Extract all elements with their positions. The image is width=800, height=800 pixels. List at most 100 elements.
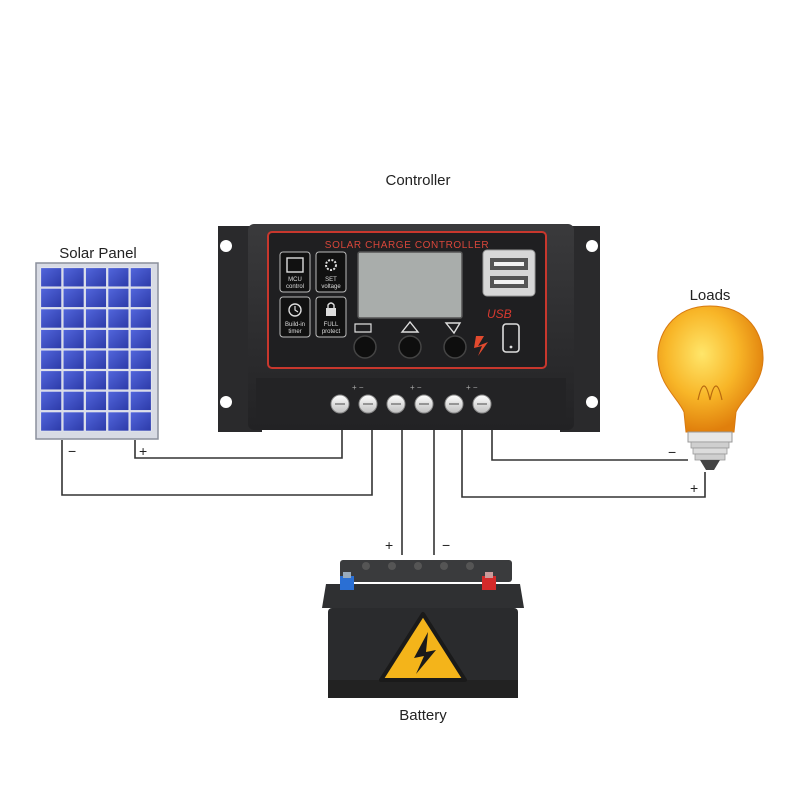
svg-text:MCU: MCU	[288, 277, 302, 283]
set-voltage-tile: SET voltage	[315, 251, 347, 293]
solar-cell	[62, 288, 85, 308]
solar-cell	[85, 267, 107, 288]
battery-bottom-band	[328, 680, 518, 698]
svg-text:voltage: voltage	[321, 284, 341, 290]
solar-cell	[130, 267, 152, 288]
terminal-positive	[482, 572, 496, 590]
svg-text:Build-in: Build-in	[285, 322, 305, 328]
battery-top-band	[322, 584, 524, 608]
solar-cell	[107, 329, 130, 349]
solar-cell	[40, 370, 62, 391]
warning-sign	[379, 612, 467, 682]
solar-cell	[107, 349, 130, 370]
load-minus-mark: −	[668, 444, 676, 460]
battery	[322, 560, 524, 698]
lcd-screen	[357, 251, 463, 319]
terminal-screws	[330, 394, 492, 414]
controller-label: Controller	[385, 172, 450, 189]
svg-text:timer: timer	[288, 329, 301, 335]
charge-controller: SOLAR CHARGE CONTROLLER MCU control SET …	[218, 224, 600, 432]
svg-text:SET: SET	[325, 277, 337, 283]
mount-hole-tl	[220, 240, 232, 252]
solar-cell	[85, 288, 107, 308]
bulb-filament	[697, 385, 723, 401]
charge-bolt-icon	[474, 336, 488, 356]
solar-cell	[40, 411, 62, 432]
solar-cell	[40, 288, 62, 308]
solar-cell	[130, 288, 152, 308]
svg-text:protect: protect	[322, 329, 341, 335]
bulb-glass	[657, 305, 764, 433]
svg-text:control: control	[286, 284, 304, 290]
solar-cell	[107, 288, 130, 308]
solar-cell	[40, 349, 62, 370]
solar-cell	[62, 329, 85, 349]
protect-tile: FULL protect	[315, 296, 347, 338]
load-plus-mark: +	[690, 480, 698, 496]
solar-cell	[40, 391, 62, 411]
mode-button[interactable]	[353, 335, 377, 359]
solar-cell	[130, 329, 152, 349]
solar-cell	[130, 370, 152, 391]
solar-cell	[62, 370, 85, 391]
solar-cell	[130, 349, 152, 370]
down-button[interactable]	[443, 335, 467, 359]
terminal-negative	[340, 572, 354, 590]
solar-cell	[40, 308, 62, 329]
panel-plus-mark: +	[139, 443, 147, 459]
up-arrow-icon	[400, 320, 420, 333]
svg-text:FULL: FULL	[324, 322, 339, 328]
terminal-mark-panel: + −	[352, 383, 364, 392]
battery-mode-icon	[354, 323, 372, 333]
mount-hole-bl	[220, 396, 232, 408]
lightning-icon	[414, 632, 436, 674]
solar-panel-cells	[40, 267, 152, 432]
solar-cell	[40, 267, 62, 288]
solar-cell	[130, 411, 152, 432]
battery-minus-mark: −	[442, 537, 450, 553]
usb-label: USB	[487, 307, 512, 321]
wire-panel-minus	[61, 410, 373, 496]
solar-cell	[130, 391, 152, 411]
light-bulb	[657, 305, 764, 470]
bulb-base-ring	[687, 431, 733, 443]
terminal-mark-load: + −	[466, 383, 478, 392]
solar-cell	[85, 329, 107, 349]
lock-icon	[326, 302, 336, 316]
down-arrow-icon	[444, 322, 462, 335]
solar-cell	[107, 370, 130, 391]
wire-panel-plus	[134, 410, 343, 459]
solar-cell	[40, 329, 62, 349]
solar-cell	[107, 308, 130, 329]
solar-cell	[85, 411, 107, 432]
phone-icon	[502, 323, 520, 353]
solar-cell	[62, 267, 85, 288]
solar-cell	[85, 391, 107, 411]
solar-cell	[85, 370, 107, 391]
button-icons	[354, 320, 462, 335]
up-button[interactable]	[398, 335, 422, 359]
terminal-strip	[256, 378, 566, 424]
loads-label: Loads	[690, 287, 731, 304]
wire-load-plus	[461, 410, 706, 498]
bulb-screw-base	[690, 441, 730, 470]
clock-icon	[288, 303, 302, 317]
solar-cell	[107, 267, 130, 288]
battery-plus-mark: +	[385, 537, 393, 553]
solar-cell	[62, 308, 85, 329]
terminal-mark-battery: + −	[410, 383, 422, 392]
mcu-tile: MCU control	[279, 251, 311, 293]
solar-cell	[62, 391, 85, 411]
mount-hole-br	[586, 396, 598, 408]
solar-panel-label: Solar Panel	[59, 245, 137, 262]
panel-minus-mark: −	[68, 443, 76, 459]
solar-cell	[85, 349, 107, 370]
solar-cell	[107, 411, 130, 432]
battery-vent-caps	[362, 562, 474, 570]
timer-tile: Build-in timer	[279, 296, 311, 338]
solar-cell	[62, 411, 85, 432]
chip-icon	[286, 257, 304, 273]
solar-cell	[107, 391, 130, 411]
